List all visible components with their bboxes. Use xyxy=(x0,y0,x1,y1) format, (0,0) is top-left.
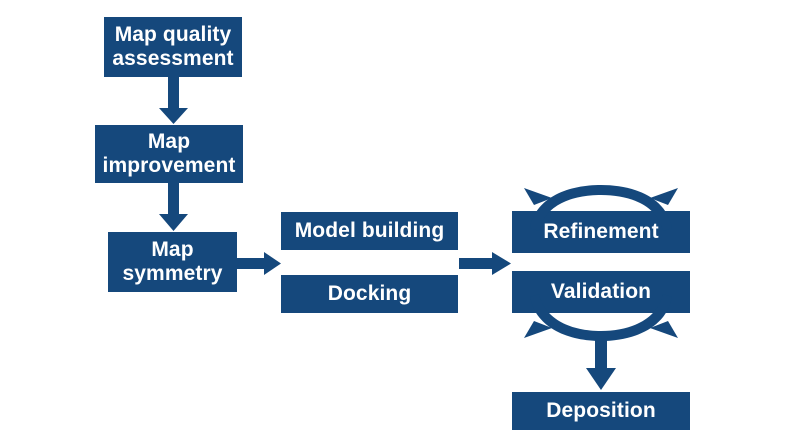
node-label: Map improvement xyxy=(102,129,236,177)
connector-improvement-to-symmetry xyxy=(159,183,188,231)
node-label: Docking xyxy=(327,281,412,305)
connector-cycle-to-deposition xyxy=(586,331,616,390)
connector-assessment-to-improvement xyxy=(159,77,188,124)
node-model-building: Model building xyxy=(281,212,458,250)
node-refinement: Refinement xyxy=(512,211,690,253)
connector-building-to-refinement xyxy=(459,252,511,275)
cycle-separator-slot xyxy=(516,254,686,271)
node-validation: Validation xyxy=(512,271,690,313)
node-label: Map quality assessment xyxy=(112,22,234,70)
node-docking: Docking xyxy=(281,275,458,313)
node-map-improvement: Map improvement xyxy=(95,125,243,183)
node-label: Refinement xyxy=(543,219,659,243)
node-label: Validation xyxy=(550,279,652,303)
node-map-quality-assessment: Map quality assessment xyxy=(104,17,242,77)
node-deposition: Deposition xyxy=(512,392,690,430)
node-map-symmetry: Map symmetry xyxy=(108,232,237,292)
node-label: Model building xyxy=(294,218,445,242)
node-label: Deposition xyxy=(546,398,656,422)
node-label: Map symmetry xyxy=(122,237,223,285)
connector-symmetry-to-building xyxy=(237,252,281,275)
